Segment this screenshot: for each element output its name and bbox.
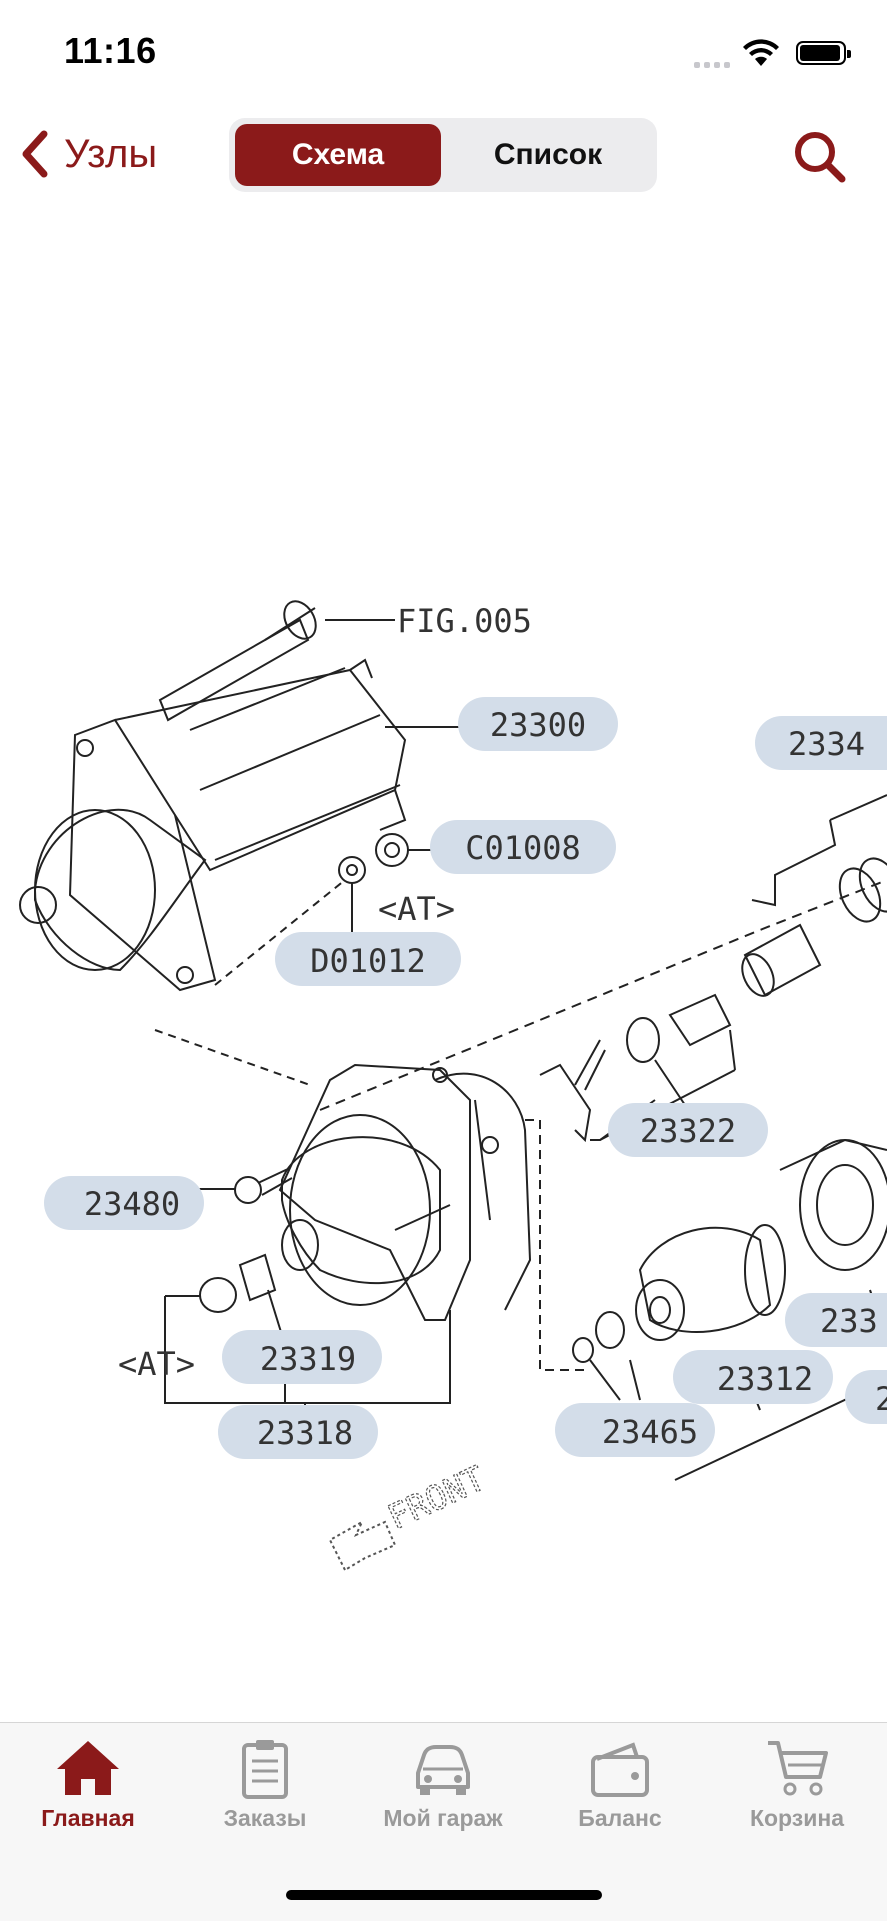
tab-bar: Главная Заказы Мой гараж Баланс bbox=[0, 1722, 887, 1921]
tab-balance[interactable]: Баланс bbox=[535, 1737, 705, 1832]
tab-label: Главная bbox=[41, 1805, 135, 1831]
tab-label: Корзина bbox=[749, 1805, 845, 1831]
tab-label: Мой гараж bbox=[383, 1805, 503, 1831]
home-indicator bbox=[286, 1890, 602, 1900]
cellular-signal-icon bbox=[694, 55, 734, 73]
search-icon[interactable] bbox=[793, 130, 847, 184]
parts-diagram[interactable]: FRONT FIG.005 <AT> <AT> 23300 C01008 D01… bbox=[0, 220, 887, 1720]
segment-scheme[interactable]: Схема bbox=[235, 124, 441, 186]
callout-23319[interactable]: 23319 bbox=[222, 1330, 382, 1384]
bolt-drawing bbox=[158, 600, 395, 722]
callout-233[interactable]: 233 bbox=[785, 1293, 887, 1347]
callout-2334[interactable]: 2334 bbox=[755, 716, 887, 770]
callout-label: 23300 bbox=[490, 706, 586, 744]
tab-home[interactable]: Главная bbox=[3, 1737, 173, 1832]
cart-icon bbox=[768, 1741, 828, 1796]
starter-upper-drawing bbox=[19, 658, 465, 992]
callout-label: 2334 bbox=[788, 725, 865, 763]
callout-23312[interactable]: 23312 bbox=[673, 1350, 833, 1404]
callout-23322[interactable]: 23322 bbox=[608, 1103, 768, 1157]
at-label-top: <AT> bbox=[378, 890, 455, 928]
back-label: Узлы bbox=[64, 131, 158, 176]
solenoid-parts-drawing bbox=[599, 794, 887, 1141]
tab-garage[interactable]: Мой гараж bbox=[358, 1737, 528, 1832]
callout-23465[interactable]: 23465 bbox=[555, 1403, 715, 1457]
wifi-icon bbox=[743, 39, 779, 66]
callout-label: C01008 bbox=[465, 829, 581, 867]
front-arrow-icon bbox=[328, 1519, 397, 1572]
status-time: 11:16 bbox=[64, 30, 157, 71]
callout-d01012[interactable]: D01012 bbox=[275, 932, 461, 986]
starter-lower-drawing bbox=[278, 1063, 590, 1371]
callout-2[interactable]: 2 bbox=[845, 1370, 887, 1424]
car-icon bbox=[416, 1745, 470, 1795]
chevron-left-icon bbox=[22, 130, 48, 178]
tab-orders[interactable]: Заказы bbox=[180, 1737, 350, 1832]
callout-label: 23319 bbox=[260, 1340, 356, 1378]
callout-label: 23318 bbox=[257, 1414, 353, 1452]
callout-label: 23480 bbox=[84, 1185, 180, 1223]
callout-23480[interactable]: 23480 bbox=[44, 1176, 204, 1230]
callout-label: 23322 bbox=[640, 1112, 736, 1150]
callout-label: 2 bbox=[875, 1380, 887, 1418]
clipboard-icon bbox=[242, 1740, 288, 1799]
view-segmented-control: Схема Список bbox=[229, 118, 657, 192]
wallet-icon bbox=[591, 1742, 649, 1797]
callout-label: 23312 bbox=[717, 1360, 813, 1398]
callout-23318[interactable]: 23318 bbox=[218, 1405, 378, 1459]
callout-label: 233 bbox=[820, 1302, 878, 1340]
callout-c01008[interactable]: C01008 bbox=[430, 820, 616, 874]
callout-23300[interactable]: 23300 bbox=[458, 697, 618, 751]
tab-label: Баланс bbox=[578, 1805, 662, 1831]
front-label: FRONT bbox=[382, 1459, 492, 1539]
callout-label: D01012 bbox=[310, 942, 426, 980]
home-icon bbox=[57, 1741, 119, 1795]
back-button[interactable]: Узлы bbox=[18, 130, 157, 178]
segment-list[interactable]: Список bbox=[493, 138, 603, 171]
fig-reference-label[interactable]: FIG.005 bbox=[397, 602, 532, 640]
at-label-bottom: <AT> bbox=[118, 1345, 195, 1383]
tab-label: Заказы bbox=[223, 1805, 307, 1831]
tab-cart[interactable]: Корзина bbox=[712, 1737, 882, 1832]
battery-icon bbox=[796, 41, 851, 65]
callout-label: 23465 bbox=[602, 1413, 698, 1451]
